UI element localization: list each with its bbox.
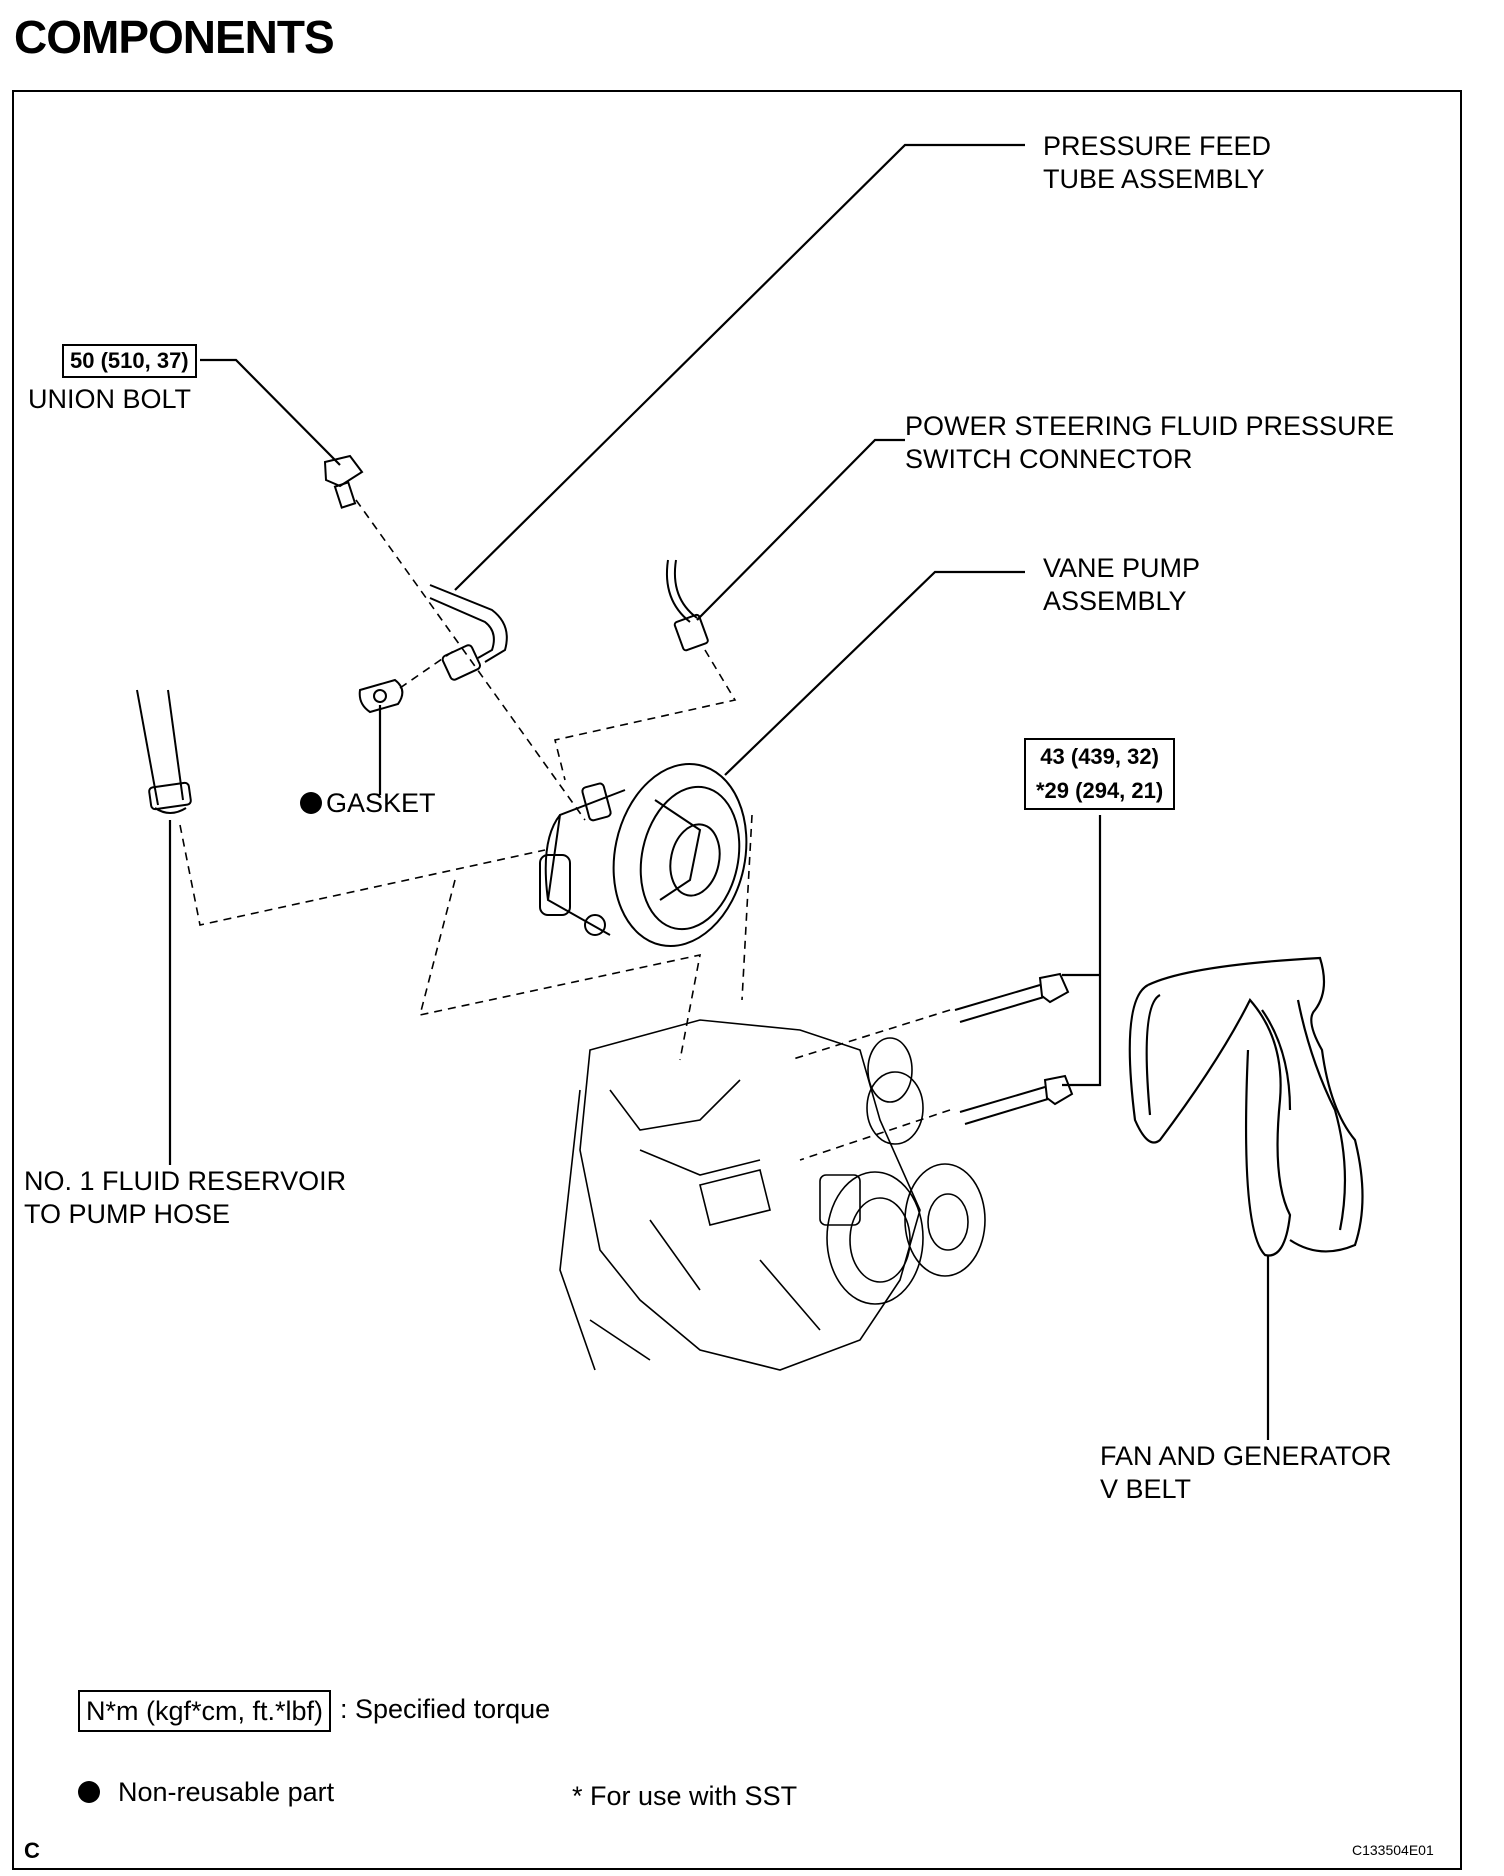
dash-pump-lower xyxy=(418,879,702,1061)
label-reservoir-line1: NO. 1 FLUID RESERVOIR xyxy=(24,1166,347,1196)
dash-connector xyxy=(554,649,737,781)
leader-power-steering xyxy=(696,438,905,621)
figure-id: C133504E01 xyxy=(1352,1842,1434,1858)
v-belt-part xyxy=(1128,956,1364,1257)
dashed-lines xyxy=(179,499,951,1161)
footer-code: C xyxy=(24,1838,40,1863)
label-pressure-feed-line1: PRESSURE FEED xyxy=(1043,131,1272,161)
label-belt-line2: V BELT xyxy=(1100,1474,1192,1504)
leader-pressure-feed xyxy=(454,143,1025,591)
pressure-switch-connector-part xyxy=(666,559,709,652)
label-gasket: GASKET xyxy=(300,787,436,820)
engine-block-part xyxy=(559,1019,986,1371)
label-vane-pump-line2: ASSEMBLY xyxy=(1043,586,1187,616)
legend-sst-note: * For use with SST xyxy=(572,1781,798,1811)
dash-pump-right xyxy=(741,814,753,1001)
label-gasket-text: GASKET xyxy=(326,788,436,818)
vane-pump-part xyxy=(539,763,748,947)
leader-lines xyxy=(168,143,1270,1440)
legend-torque-desc: : Specified torque xyxy=(340,1694,551,1724)
dash-hose xyxy=(179,824,546,926)
dash-gasket xyxy=(399,649,456,689)
dash-union-bolt xyxy=(355,499,586,821)
union-bolt-part xyxy=(323,454,364,509)
torque-pump-bolt: 43 (439, 32) xyxy=(1040,744,1159,769)
torque-box-pump-bolt: 43 (439, 32) *29 (294, 21) xyxy=(1024,738,1176,810)
legend-dot-icon xyxy=(78,1781,100,1803)
legend-non-reusable: Non-reusable part xyxy=(78,1776,334,1809)
pressure-feed-tube-part xyxy=(429,584,508,681)
page-title: COMPONENTS xyxy=(14,11,335,63)
label-pressure-feed-line2: TUBE ASSEMBLY xyxy=(1043,164,1265,194)
leader-vane-pump xyxy=(724,570,1025,776)
legend-non-reusable-text: Non-reusable part xyxy=(118,1777,335,1807)
reservoir-hose-part xyxy=(136,689,192,814)
label-belt-line1: FAN AND GENERATOR xyxy=(1100,1441,1392,1471)
leader-union-bolt xyxy=(200,358,341,466)
dash-bolt-lower xyxy=(799,1109,951,1161)
non-reusable-dot-icon xyxy=(300,792,322,814)
label-power-steering-line2: SWITCH CONNECTOR xyxy=(905,444,1193,474)
torque-box-union-bolt: 50 (510, 37) xyxy=(62,344,197,378)
label-vane-pump-line1: VANE PUMP xyxy=(1043,553,1201,583)
diagram-frame xyxy=(12,90,1462,1870)
leader-torque-pump xyxy=(1062,815,1102,1087)
label-union-bolt: UNION BOLT xyxy=(28,384,192,414)
pump-bolts-part xyxy=(954,972,1074,1125)
label-power-steering-line1: POWER STEERING FLUID PRESSURE xyxy=(905,411,1395,441)
gasket-part xyxy=(358,678,404,714)
legend-torque-unit: N*m (kgf*cm, ft.*lbf) xyxy=(78,1690,332,1732)
label-reservoir-line2: TO PUMP HOSE xyxy=(24,1199,231,1229)
torque-pump-bolt-sst: *29 (294, 21) xyxy=(1036,778,1164,803)
